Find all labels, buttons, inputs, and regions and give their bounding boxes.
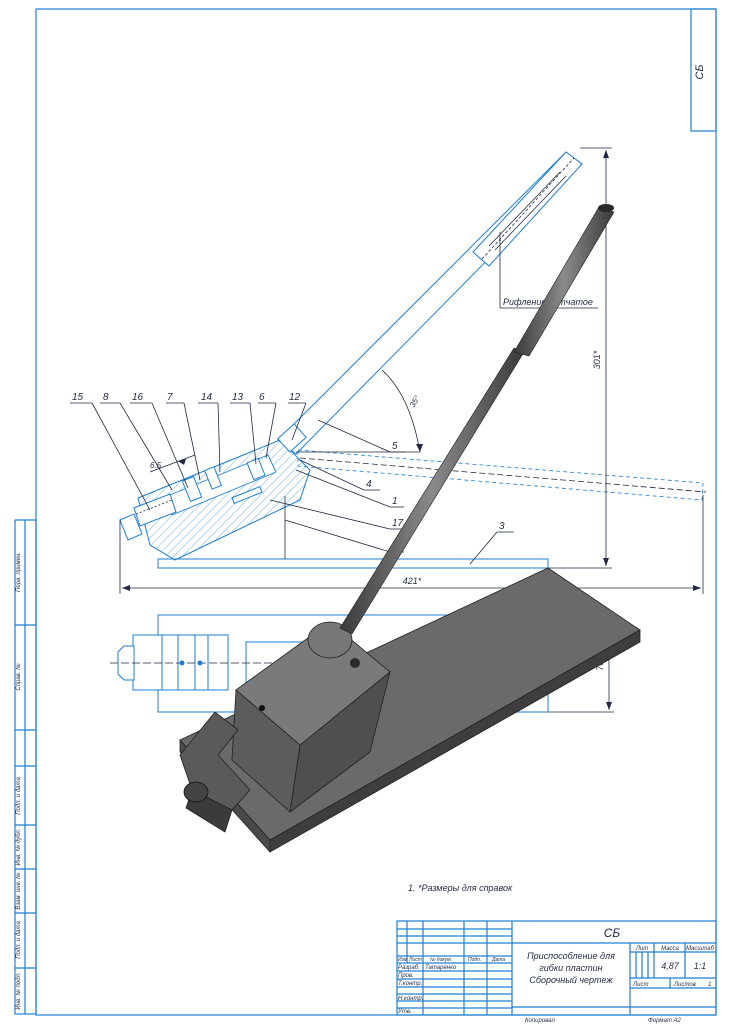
corner-stamp-box bbox=[690, 8, 717, 132]
massa-label: Масса bbox=[661, 946, 679, 952]
name-line-2: гибки пластин bbox=[539, 963, 602, 973]
callout-label: 7 bbox=[167, 392, 173, 403]
tkontr-label: Т.контр. bbox=[398, 981, 422, 987]
callout-label: 5 bbox=[392, 441, 398, 452]
length-dimension: 421* bbox=[403, 576, 422, 586]
stamp-podp-data-2: Подп. и дата bbox=[16, 921, 22, 959]
list-label: Лист bbox=[632, 982, 648, 988]
screw-head bbox=[119, 513, 143, 541]
callout-label: 16 bbox=[132, 392, 144, 403]
stamp-sprav-no: Справ. № bbox=[15, 663, 22, 691]
callout-label: 1 bbox=[392, 496, 398, 507]
listov-value: 1 bbox=[708, 982, 711, 988]
col-podp: Подп. bbox=[468, 957, 481, 963]
callout-label: 4 bbox=[366, 479, 372, 490]
stamp-inv-podl: Инв. № подл. bbox=[15, 972, 22, 1009]
callout-label: 14 bbox=[201, 392, 213, 403]
lever-phantom-position bbox=[297, 449, 704, 501]
razrab-label: Разраб. bbox=[398, 965, 420, 971]
col-list: Лист bbox=[408, 957, 422, 963]
note-text: 1. *Размеры для справок bbox=[408, 883, 513, 893]
name-line-1: Приспособление для bbox=[527, 951, 615, 961]
stamp-podp-data-1: Подп. и дата bbox=[16, 777, 22, 815]
prov-label: Пров. bbox=[398, 973, 414, 979]
callout-label: 17 bbox=[392, 518, 404, 529]
side-stamp: Перв. примен. Справ. № Подп. и дата Инв.… bbox=[14, 519, 37, 1015]
col-data: Дата bbox=[491, 957, 505, 963]
kopiroval-label: Копировал bbox=[525, 1018, 555, 1024]
massa-value: 4,87 bbox=[661, 961, 680, 971]
callout-label: 12 bbox=[289, 392, 301, 403]
corner-stamp-text: СБ bbox=[694, 64, 706, 79]
nkontr-label: Н.контр. bbox=[398, 996, 423, 1002]
masshtab-value: 1:1 bbox=[694, 961, 707, 971]
callouts: 15 8 16 7 14 13 6 12 5 4 1 17 2 3 bbox=[70, 392, 514, 565]
col-izm: Изм bbox=[398, 957, 408, 963]
title-designation: СБ bbox=[604, 926, 621, 940]
isometric-view bbox=[179, 204, 641, 854]
stamp-vzam-inv: Взам. инв. № bbox=[15, 872, 22, 910]
callout-label: 13 bbox=[232, 392, 244, 403]
stamp-inv-dubl: Инв. № дубл. bbox=[15, 829, 22, 866]
title-block: СБ Изм Лист № докум. Подп. Дата Разраб. … bbox=[396, 920, 717, 1024]
col-doc: № докум. bbox=[430, 957, 452, 963]
format-label: Формат A2 bbox=[648, 1018, 681, 1024]
gap-dimension: 6.5 bbox=[150, 461, 162, 470]
listov-label: Листов bbox=[673, 982, 696, 988]
stamp-perv-primen: Перв. примен. bbox=[16, 552, 22, 592]
callout-label: 3 bbox=[499, 521, 505, 532]
base-plate-outline bbox=[157, 558, 549, 569]
lit-label: Лит bbox=[635, 946, 648, 952]
section-view bbox=[119, 151, 707, 569]
callout-label: 15 bbox=[72, 392, 84, 403]
masshtab-label: Масштаб bbox=[686, 946, 715, 952]
name-line-3: Сборочный чертеж bbox=[529, 975, 613, 985]
height-dimension: 301* bbox=[592, 350, 602, 369]
drawing-frame bbox=[35, 8, 717, 1016]
callout-label: 8 bbox=[103, 392, 109, 403]
callout-label: 6 bbox=[259, 392, 265, 403]
razrab-name: Татаренко bbox=[425, 965, 457, 971]
angle-dimension: 35° bbox=[408, 393, 422, 409]
utv-label: Утв. bbox=[397, 1009, 412, 1015]
